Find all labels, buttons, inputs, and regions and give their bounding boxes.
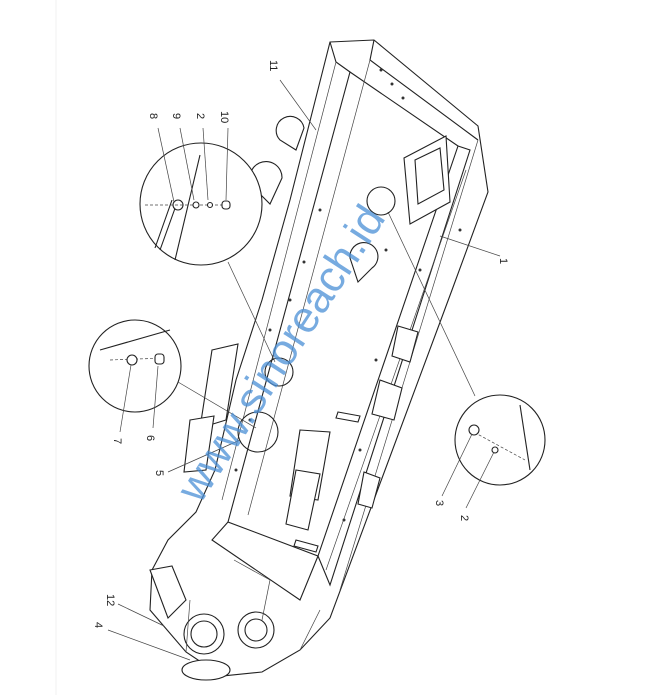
callout-12: 12	[104, 594, 116, 606]
callout-9: 9	[170, 113, 182, 119]
callout-7: 7	[111, 438, 123, 444]
callout-5: 5	[153, 470, 165, 476]
callout-2a: 2	[194, 113, 206, 119]
callout-1: 1	[497, 258, 509, 264]
detail-view-left	[88, 319, 294, 453]
callout-2b: 2	[458, 515, 470, 521]
callout-10: 10	[218, 111, 230, 123]
detail-view-right	[366, 186, 546, 486]
callout-6: 6	[144, 435, 156, 441]
callout-4: 4	[92, 622, 104, 628]
callout-labels: 11 8 9 2 10 1 7 6 5 3 2 12 4	[92, 60, 509, 628]
callout-8: 8	[147, 113, 159, 119]
chassis-frame	[149, 39, 489, 681]
detail-view-top-left	[139, 142, 276, 363]
callout-leaders	[107, 79, 501, 661]
callout-11: 11	[267, 60, 279, 71]
callout-3: 3	[433, 500, 445, 506]
